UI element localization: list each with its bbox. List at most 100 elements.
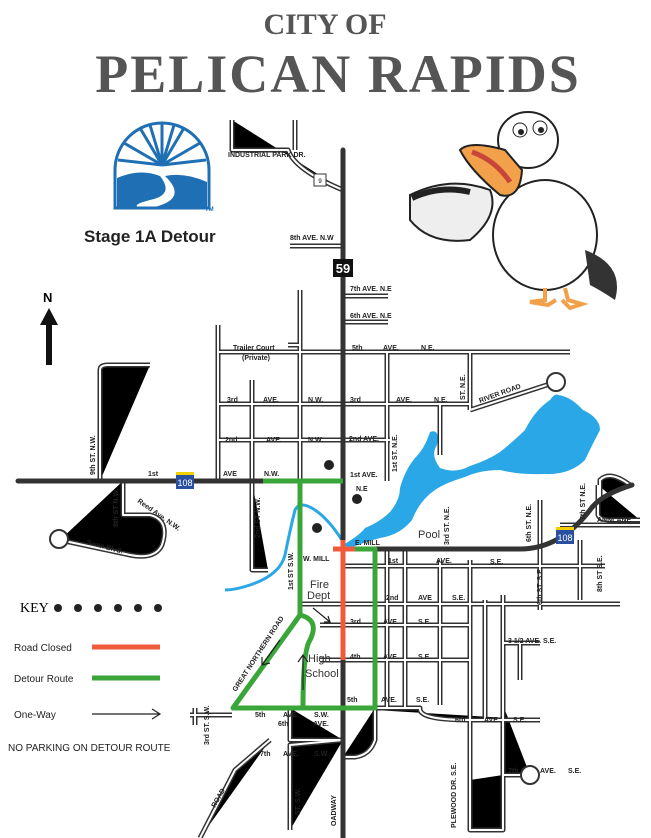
key-dots (54, 604, 162, 612)
street-label: Pool (418, 529, 440, 541)
street-label: 9th ST. N.W. (90, 435, 97, 475)
street-label: AVE. (396, 397, 412, 404)
us-59-shield: 59 (333, 259, 353, 277)
street-label: 2nd (386, 595, 398, 602)
street-label: 2nd AVE. (349, 436, 379, 443)
street-label: S.E. (416, 697, 429, 704)
street-label: 6th ST. S.E. (537, 567, 544, 605)
street-label: N.E. (434, 397, 448, 404)
street-label: High (308, 653, 331, 665)
street-label: 5th (255, 712, 266, 719)
street-label: 1st AVE. (350, 472, 378, 479)
street-label: PLEWOOD DR. S.E. (451, 763, 458, 828)
highway-108-shield-east: 108 (556, 527, 574, 544)
street-label: ANNLANE (597, 517, 632, 524)
key-detour-label: Detour Route (14, 674, 74, 685)
highway-108-shield-west: 108 (176, 472, 194, 489)
street-label: 1st ST S.W. (288, 552, 295, 590)
street-label: OADWAY (331, 795, 338, 826)
street-label: S.E. (490, 559, 503, 566)
street-label: 3rd ST. N.E. (444, 506, 451, 545)
street-label: E. MILL (355, 540, 381, 547)
street-label: 59 (336, 261, 350, 276)
street-label: N.E (356, 486, 368, 493)
street-label: AVE (484, 717, 498, 724)
street-label: AVE. (383, 654, 399, 661)
key-title: KEY (20, 601, 49, 616)
street-label: 8th AVE. N.W (290, 235, 334, 242)
stage-subtitle: Stage 1A Detour (84, 227, 216, 246)
key-road-closed-label: Road Closed (14, 643, 72, 654)
street-label: AVE. (381, 697, 397, 704)
key-one-way-label: One-Way (14, 710, 56, 721)
street-label: ST. S.W. (295, 788, 302, 815)
street-label: 7th (508, 768, 519, 775)
north-label: N (43, 290, 52, 305)
street-label: 7th ST N.E. (580, 483, 587, 520)
street-label: AVE (223, 471, 237, 478)
street-label: S.E. (513, 717, 526, 724)
street-label: N.W. (308, 397, 323, 404)
street-label: AVE. (266, 437, 282, 444)
street-label: 2nd (225, 437, 237, 444)
title-city-of: CITY OF (263, 8, 386, 41)
highway-108-mill-street (340, 482, 635, 552)
street-label: 7th (260, 751, 271, 758)
street-label: AVE. (283, 751, 299, 758)
road-closed-segment (333, 540, 355, 660)
one-way-arrows (261, 607, 331, 690)
street-label: 8th ST S.E. (597, 555, 604, 592)
street-label: (Private) (242, 355, 270, 362)
north-arrow-icon (40, 308, 58, 365)
parking-marker (312, 523, 322, 533)
street-label: 5th (347, 697, 358, 704)
street-label: 1st (148, 471, 159, 478)
street-label: AVE. (313, 721, 329, 728)
street-label: N.E. (421, 345, 435, 352)
street-label: 6th ST. N.E. (526, 504, 533, 542)
street-label: N.W. (264, 471, 279, 478)
street-label: AVE. (540, 768, 556, 775)
street-label: W. MILL (303, 556, 330, 563)
street-label: N.W. (308, 437, 323, 444)
street-label: 3rd (227, 397, 238, 404)
street-label: S.E. (452, 595, 465, 602)
street-label: 9 (318, 179, 322, 185)
county-9-shield: 9 (313, 173, 327, 187)
street-label: GREAT NORTHERN ROAD (232, 615, 286, 693)
local-streets (49, 120, 640, 838)
street-label: 6th (278, 721, 289, 728)
parking-marker (352, 494, 362, 504)
street-label: Fire (310, 579, 329, 591)
street-label: S.E. (418, 619, 431, 626)
street-label: AVE. (263, 397, 279, 404)
no-parking-notice: NO PARKING ON DETOUR ROUTE (8, 743, 171, 754)
street-label: Trailer Court (233, 345, 275, 352)
key-one-way-arrow-icon (92, 708, 162, 720)
street-label: S.E. (418, 654, 431, 661)
street-label: S.W. (314, 751, 329, 758)
logo-trademark: TM (205, 207, 214, 213)
street-label: 3rd ST. S.W. (204, 705, 211, 745)
street-label: S.W. (314, 712, 329, 719)
pelican-mascot-illustration (409, 111, 617, 311)
street-label: Dept (307, 590, 330, 602)
street-label: 3rd (350, 397, 361, 404)
street-label: 108 (557, 533, 572, 543)
street-label: 2nd ST N.W. (255, 498, 262, 539)
parking-marker (324, 460, 334, 470)
street-label: AVE. (436, 558, 452, 565)
street-label: INDUSTRIAL PARK DR. (228, 152, 306, 159)
street-label: 1st ST. N.E. (392, 434, 399, 472)
map-key: KEY Road Closed Detour Route One-Way NO … (8, 601, 171, 754)
street-label: 3rd (350, 619, 361, 626)
river (224, 503, 347, 592)
street-label: S.E. (568, 768, 581, 775)
street-label: AVE. (383, 619, 399, 626)
street-label: 6th AVE. N.E (350, 313, 392, 320)
city-logo: TM (113, 121, 214, 213)
street-label: 4th (350, 654, 361, 661)
street-label: 7th AVE. N.E (350, 286, 392, 293)
